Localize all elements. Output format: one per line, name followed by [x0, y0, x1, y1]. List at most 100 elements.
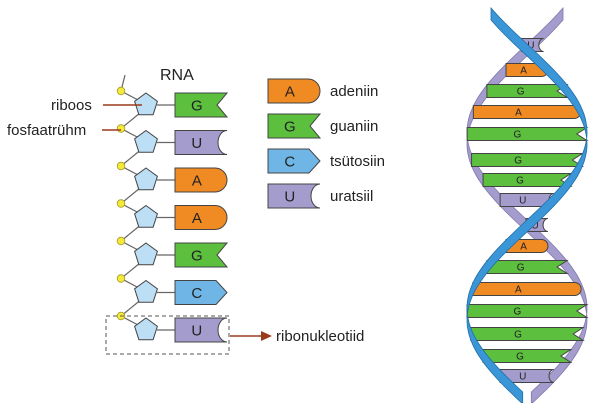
- legend-label: uratsiil: [330, 188, 373, 205]
- helix-base-shape: [472, 282, 582, 296]
- ribose-sugar: [134, 92, 158, 116]
- legend-base-letter: U: [284, 188, 295, 205]
- nucleotide: G: [116, 236, 229, 268]
- nucleotide: U: [116, 124, 228, 155]
- phosphate-group: [116, 86, 126, 96]
- phosphate-label: fosfaatrühm: [7, 122, 86, 139]
- legend-base-shape: [267, 148, 321, 174]
- ribose-sugar: [134, 317, 158, 341]
- phosphate-group: [116, 161, 126, 171]
- helix-base-letter: U: [532, 221, 539, 232]
- strand-base-shape: [174, 280, 228, 305]
- helix-base-shape: [482, 349, 573, 363]
- helix-base-pair: G: [470, 327, 585, 341]
- ribose-sugar: [134, 279, 158, 303]
- legend-base-shape: [267, 78, 321, 104]
- nucleotide-label: ribonukleotiid: [276, 328, 364, 345]
- ribose-label: riboos: [51, 97, 92, 114]
- phosphate-group: [116, 199, 126, 208]
- phosphate-group: [116, 236, 126, 246]
- nucleotide-arrow-head: [261, 331, 272, 341]
- helix-base-pair: G: [486, 84, 569, 98]
- helix-base-letter: G: [517, 87, 525, 98]
- helix-base-letter: G: [514, 156, 522, 167]
- helix-base-letter: U: [519, 372, 526, 383]
- helix-base-letter: U: [519, 196, 526, 207]
- ribose-sugar: [134, 167, 158, 191]
- strand-base-letter: U: [191, 322, 202, 339]
- strand-base-shape: [174, 242, 229, 268]
- legend-label: tsütosiin: [330, 153, 385, 170]
- strand-base-letter: C: [191, 285, 202, 302]
- legend-base-letter: A: [285, 83, 295, 100]
- legend-base-shape: [267, 183, 321, 209]
- ribose-sugar: [134, 204, 158, 228]
- nucleotide-highlight-box: [105, 315, 230, 355]
- strand-base-shape: [174, 205, 228, 230]
- helix-base-letter: A: [515, 108, 522, 119]
- helix-base-letter: G: [516, 176, 524, 187]
- helix-base-shape: [470, 327, 585, 341]
- helix-base-letter: G: [514, 330, 522, 341]
- helix-base-pair: G: [471, 153, 585, 167]
- helix-base-letter: U: [527, 41, 534, 52]
- helix-base-pair: A: [472, 105, 582, 119]
- helix-base-shape: [482, 173, 573, 187]
- helix-base-pair: A: [472, 282, 582, 296]
- helix-base-shape: [466, 304, 589, 318]
- helix-base-letter: A: [515, 285, 522, 296]
- nucleotide: A: [116, 199, 228, 230]
- helix-base-letter: G: [516, 352, 524, 363]
- strand-base-shape: [174, 92, 229, 118]
- helix-base-pair: A: [505, 239, 549, 253]
- nucleotide: C: [116, 274, 228, 305]
- helix-base-pair: G: [482, 349, 573, 363]
- helix-base-pair: G: [486, 260, 569, 274]
- strand-base-letter: G: [191, 97, 203, 114]
- helix-base-shape: [466, 127, 589, 141]
- helix-base-letter: G: [517, 263, 525, 274]
- nucleotide: G: [116, 86, 229, 118]
- phosphate-group: [116, 124, 126, 133]
- helix-outer-backbone: [466, 6, 588, 403]
- helix-base-letter: G: [514, 130, 522, 141]
- legend-base-letter: C: [284, 153, 295, 170]
- rna-strand: G U A A G C U: [116, 74, 229, 343]
- strand-base-letter: G: [191, 247, 203, 264]
- phosphate-group: [116, 274, 126, 283]
- strand-base-letter: U: [191, 135, 202, 152]
- legend-base-letter: G: [284, 118, 296, 135]
- legend-label: adeniin: [330, 83, 378, 100]
- helix-base-shape: [505, 239, 549, 253]
- helix-base-shape: [499, 369, 554, 383]
- helix-base-letter: A: [520, 66, 527, 77]
- helix-base-pair: G: [466, 304, 589, 318]
- helix-base-letter: G: [514, 307, 522, 318]
- nucleotide: A: [116, 161, 228, 193]
- helix-base-letter: A: [520, 242, 527, 253]
- strand-base-shape: [174, 167, 228, 193]
- helix-base-shape: [486, 84, 569, 98]
- legend-label: guaniin: [330, 118, 378, 135]
- helix-base-shape: [486, 260, 569, 274]
- nucleotide: U: [116, 311, 228, 343]
- strand-base-shape: [174, 130, 228, 155]
- helix-base-pair: G: [466, 127, 589, 141]
- strand-base-letter: A: [192, 172, 202, 189]
- helix-base-shape: [471, 153, 585, 167]
- helix-base-pair: G: [482, 173, 573, 187]
- ribose-sugar: [134, 242, 158, 266]
- helix-base-pair: U: [499, 369, 554, 383]
- helix-base-shape: [472, 105, 582, 119]
- ribose-sugar: [134, 129, 158, 153]
- strand-base-shape: [174, 317, 228, 343]
- strand-base-letter: A: [192, 210, 202, 227]
- legend-base-shape: [267, 113, 322, 139]
